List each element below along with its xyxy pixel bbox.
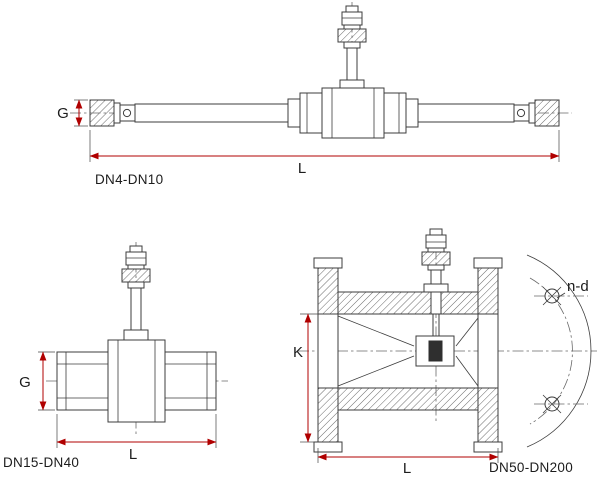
right-flange xyxy=(473,257,503,453)
caption-dn15-dn40: DN15-DN40 xyxy=(3,455,79,470)
caption-dn4-dn10: DN4-DN10 xyxy=(95,172,163,187)
flange-outline-arc xyxy=(526,254,592,448)
dimension-l: L xyxy=(56,414,217,463)
dimension-label-g: G xyxy=(19,374,31,391)
left-end-fitting xyxy=(89,99,136,127)
bolt-hole-icon xyxy=(542,286,562,306)
dimension-g: G xyxy=(57,99,88,127)
figure-dn4-dn10: G L DN4-DN10 xyxy=(57,2,572,187)
dimension-label-k: K xyxy=(293,344,303,361)
right-hex-fitting xyxy=(164,351,217,411)
sensor-assembly xyxy=(121,245,151,331)
meter-body-section xyxy=(337,291,479,411)
bolt-circle-overlay: n-d xyxy=(526,254,592,448)
left-hex-fitting xyxy=(56,351,109,411)
turbine-rotor xyxy=(428,340,443,362)
caption-dn50-dn200: DN50-DN200 xyxy=(489,460,573,475)
dimension-label-g: G xyxy=(57,105,69,122)
meter-body xyxy=(287,79,419,139)
bolt-pattern-label: n-d xyxy=(567,278,589,295)
sensor-assembly xyxy=(337,5,367,81)
meter-body xyxy=(107,329,166,423)
dimension-g: G xyxy=(19,351,55,411)
dimension-l: L xyxy=(317,448,499,477)
dimension-label-l: L xyxy=(298,160,306,177)
dimension-label-l: L xyxy=(403,460,411,477)
sensor-assembly xyxy=(421,228,451,293)
bolt-hole-icon xyxy=(542,394,562,414)
right-pipe xyxy=(417,103,515,123)
figure-dn50-dn200: n-d K L DN50-DN200 xyxy=(293,228,597,477)
dimension-label-l: L xyxy=(129,446,137,463)
dimension-k: K xyxy=(293,313,338,443)
right-end-fitting xyxy=(513,99,560,127)
dimension-l: L xyxy=(89,130,560,177)
left-pipe xyxy=(134,103,289,123)
figure-dn15-dn40: G L DN15-DN40 xyxy=(3,242,228,470)
left-flange xyxy=(313,257,343,453)
